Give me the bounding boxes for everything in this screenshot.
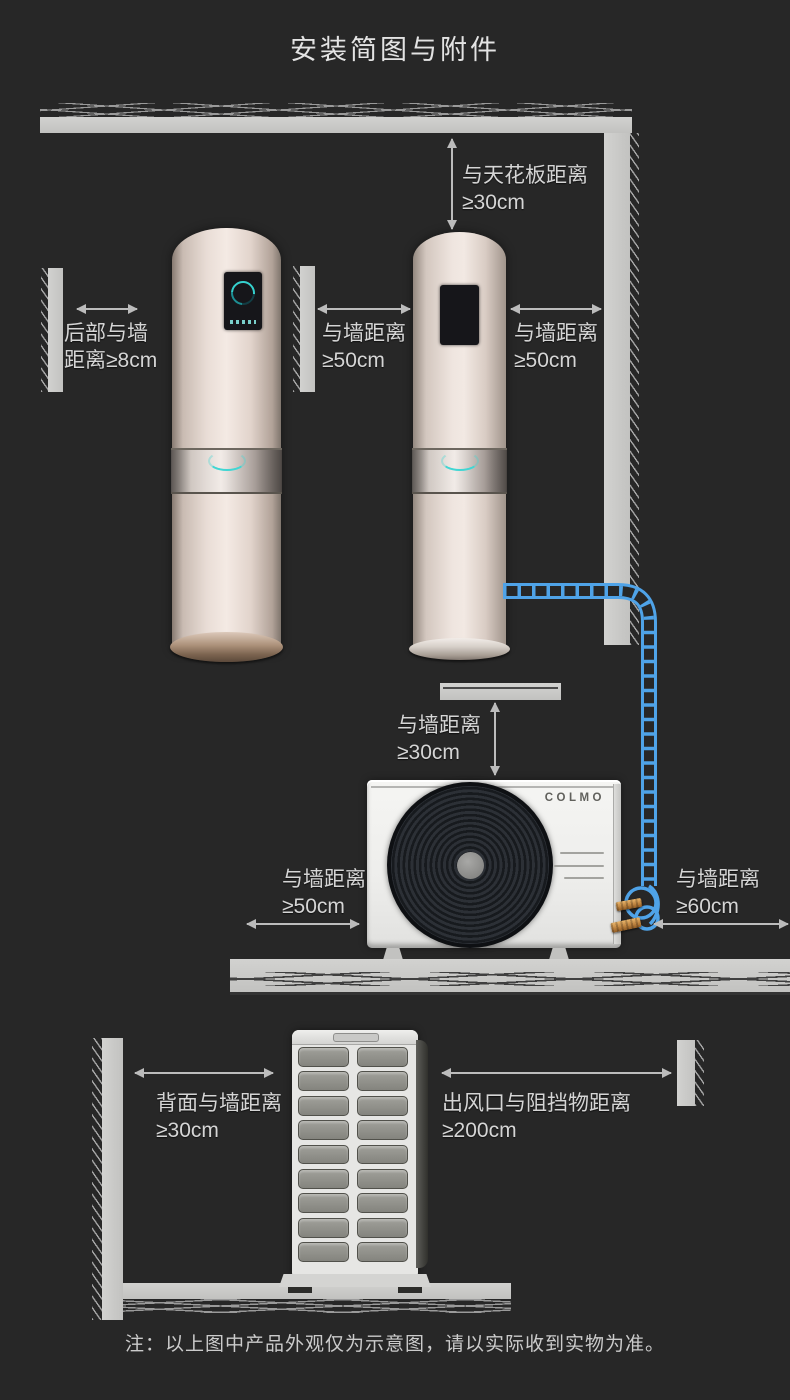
- label-ceiling-distance: 与天花板距离 ≥30cm: [462, 164, 588, 214]
- indoor-unit-display-off: [440, 285, 479, 345]
- base-plate: [279, 1274, 431, 1287]
- bottom-wall-hatch: [92, 1038, 102, 1320]
- arrow-outdoor-right-distance: [653, 918, 789, 929]
- label-rear-distance: 后部与墙 距离≥8cm: [64, 322, 158, 372]
- fan-grille-icon: [387, 782, 553, 948]
- left-wall-segment: [48, 268, 63, 392]
- arrow-right-wall-distance: [510, 303, 602, 314]
- right-wall-hatch: [630, 133, 639, 645]
- wall-above-outdoor: [440, 683, 561, 700]
- middle-wall-hatch: [293, 266, 301, 392]
- brand-logo: COLMO: [544, 792, 605, 804]
- left-wall-hatch: [41, 268, 49, 392]
- air-outlet-band: [412, 448, 507, 494]
- indoor-unit-display: [224, 272, 262, 330]
- indoor-unit-left-base: [170, 632, 283, 662]
- arrow-rear-distance: [76, 303, 138, 314]
- indoor-unit-right: [412, 232, 507, 650]
- label-top-wall-distance: 与墙距离 ≥30cm: [397, 714, 481, 764]
- unit-foot: [549, 948, 569, 960]
- display-buttons-icon: [230, 320, 256, 324]
- ceiling-hatch: [40, 103, 632, 118]
- arrow-left-wall-distance: [317, 303, 411, 314]
- display-ring-icon: [226, 276, 260, 310]
- side-panel: [416, 1040, 428, 1268]
- fan-hub: [456, 851, 484, 879]
- indoor-unit-right-base: [409, 638, 510, 660]
- arrow-back-distance: [134, 1067, 274, 1078]
- outdoor-unit: COLMO: [367, 780, 621, 960]
- outdoor-floor: [230, 959, 790, 995]
- ceiling: [40, 117, 632, 133]
- label-outdoor-left-distance: 与墙距离 ≥50cm: [282, 868, 366, 918]
- arrow-top-wall-distance: [489, 702, 500, 776]
- vent-grid: [298, 1047, 408, 1262]
- label-left-wall-distance: 与墙距离 ≥50cm: [322, 322, 406, 372]
- bottom-right-wall: [677, 1040, 695, 1106]
- label-outlet-distance: 出风口与阻挡物距离 ≥200cm: [442, 1092, 631, 1142]
- indoor-unit-left: [171, 228, 282, 652]
- bottom-left-wall: [102, 1038, 123, 1320]
- arrow-outlet-distance: [441, 1067, 672, 1078]
- arrow-outdoor-left-distance: [246, 918, 360, 929]
- arrow-ceiling-distance: [446, 138, 457, 230]
- bottom-right-wall-hatch: [695, 1040, 704, 1106]
- page-title: 安装简图与附件: [290, 35, 500, 65]
- bottom-floor-hatch: [123, 1299, 511, 1313]
- label-back-distance: 背面与墙距离 ≥30cm: [156, 1092, 282, 1142]
- air-outlet-band: [171, 448, 282, 494]
- label-right-wall-distance: 与墙距离 ≥50cm: [514, 322, 598, 372]
- right-wall: [604, 133, 630, 645]
- middle-wall-segment: [300, 266, 315, 392]
- unit-foot: [383, 948, 403, 960]
- outdoor-unit-back-view: [279, 1030, 431, 1293]
- label-outdoor-right-distance: 与墙距离 ≥60cm: [676, 868, 760, 918]
- disclaimer-note: 注：以上图中产品外观仅为示意图，请以实际收到实物为准。: [124, 1334, 665, 1355]
- handle: [333, 1033, 379, 1042]
